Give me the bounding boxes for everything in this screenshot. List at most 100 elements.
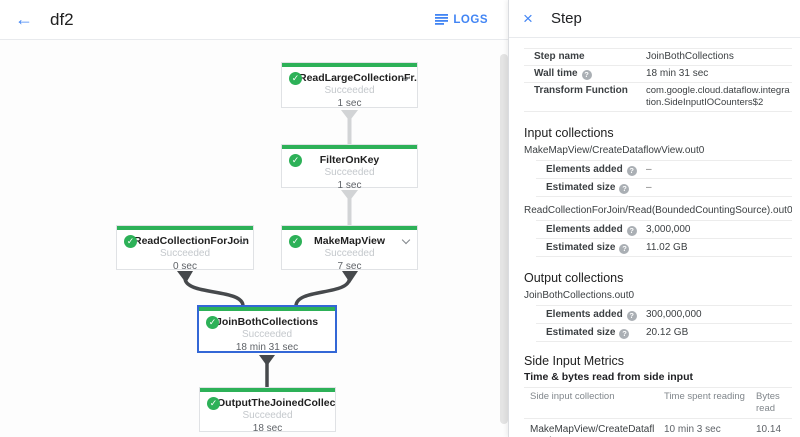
job-title: df2: [50, 9, 74, 29]
metric-row: Estimated size? 11.02 GB: [536, 239, 792, 257]
chevron-down-icon[interactable]: [403, 237, 410, 244]
help-icon[interactable]: ?: [619, 243, 630, 254]
metric-label: Elements added?: [546, 309, 646, 321]
back-button[interactable]: ←: [12, 9, 36, 30]
graph-node-outputthejoined[interactable]: ✓ OutputTheJoinedCollec... Succeeded 18 …: [199, 387, 336, 434]
panel-title: Step: [550, 10, 582, 27]
node-status-bar: [282, 63, 417, 67]
side-input-collection: MakeMapView/CreateDataflowView.out0: [530, 424, 655, 437]
detail-label: Step name: [534, 51, 585, 62]
side-input-bytes-read: 10.14 GB: [756, 424, 782, 437]
node-time: 18 sec: [252, 423, 283, 434]
node-time: 0 sec: [173, 261, 197, 272]
collection-metrics: Elements added? 3,000,000 Estimated size…: [536, 220, 792, 257]
chevron-down-icon[interactable]: [239, 237, 246, 244]
panel-body: Step name JoinBothCollections Wall time?…: [509, 38, 800, 437]
node-title: OutputTheJoinedCollec...: [217, 397, 335, 409]
node-status-bar: [282, 226, 417, 230]
help-icon[interactable]: ?: [619, 183, 630, 194]
help-icon[interactable]: ?: [626, 310, 637, 321]
node-status: Succeeded: [159, 248, 211, 259]
detail-label: Transform Function: [534, 85, 628, 96]
success-check-icon: ✓: [206, 316, 219, 329]
metric-row: Estimated size? –: [536, 179, 792, 197]
node-title: FilterOnKey: [319, 154, 380, 166]
graph-pane: ← df2 LOGS: [0, 0, 508, 437]
collection-metrics: Elements added? 300,000,000 Estimated si…: [536, 305, 792, 342]
detail-row-wall-time: Wall time? 18 min 31 sec: [524, 66, 792, 83]
side-input-table-header: Side input collection Time spent reading…: [524, 388, 792, 419]
node-title: ReadLargeCollectionFr...: [299, 72, 417, 84]
topbar: ← df2 LOGS: [0, 0, 508, 40]
collection-name: JoinBothCollections.out0: [524, 290, 635, 301]
collection-name: ReadCollectionForJoin/Read(BoundedCounti…: [524, 205, 792, 216]
collection-name: MakeMapView/CreateDataflowView.out0: [524, 145, 705, 156]
logs-list-icon: [435, 14, 449, 25]
metric-value: 20.12 GB: [646, 326, 689, 338]
panel-header: × Step: [509, 0, 800, 38]
logs-button-label: LOGS: [453, 13, 488, 26]
node-status: Succeeded: [324, 167, 375, 178]
detail-value: 18 min 31 sec: [646, 68, 709, 79]
help-icon[interactable]: ?: [581, 70, 592, 80]
metric-value: –: [646, 163, 652, 175]
node-time: 1 sec: [337, 180, 362, 191]
metric-row: Elements added? 300,000,000: [536, 306, 792, 324]
step-details-table: Step name JoinBothCollections Wall time?…: [524, 48, 792, 112]
side-input-metrics-heading: Side Input Metrics: [524, 354, 625, 368]
node-status: Succeeded: [324, 85, 375, 96]
node-status: Succeeded: [324, 248, 375, 259]
side-input-table: Side input collection Time spent reading…: [524, 387, 792, 437]
vertical-scrollbar[interactable]: [500, 54, 508, 424]
help-icon[interactable]: ?: [626, 165, 637, 176]
graph-edges: [177, 110, 358, 387]
chevron-down-icon[interactable]: [403, 74, 410, 81]
node-status-bar: [199, 307, 335, 311]
column-header-bytes: Bytes read: [756, 391, 780, 414]
detail-value: JoinBothCollections: [646, 51, 734, 62]
node-time: 7 sec: [337, 261, 362, 272]
metric-row: Elements added? –: [536, 161, 792, 179]
graph-node-joinbothcollections[interactable]: ✓ JoinBothCollections Succeeded 18 min 3…: [197, 305, 337, 353]
graph-node-filteronkey[interactable]: ✓ FilterOnKey Succeeded 1 sec: [281, 144, 418, 191]
graph-node-readlargecollection[interactable]: ✓ ReadLargeCollectionFr... Succeeded 1 s…: [281, 62, 418, 109]
help-icon[interactable]: ?: [619, 328, 630, 339]
side-input-time-spent: 10 min 3 sec: [664, 424, 721, 435]
input-collections-heading: Input collections: [524, 126, 614, 140]
success-check-icon: ✓: [289, 154, 302, 167]
metric-label: Estimated size?: [546, 182, 646, 194]
success-check-icon: ✓: [207, 397, 220, 410]
side-input-table-row: MakeMapView/CreateDataflowView.out0 10 m…: [524, 419, 792, 437]
success-check-icon: ✓: [289, 235, 302, 248]
close-icon[interactable]: ×: [523, 9, 533, 28]
metric-label: Elements added?: [546, 224, 646, 236]
metric-row: Elements added? 3,000,000: [536, 221, 792, 239]
graph-node-readcollectionforjoin[interactable]: ✓ ReadCollectionForJoin Succeeded 0 sec: [116, 225, 254, 272]
detail-row-step-name: Step name JoinBothCollections: [524, 49, 792, 66]
node-status-bar: [117, 226, 253, 230]
metric-label: Estimated size?: [546, 242, 646, 254]
detail-row-transform-function: Transform Function com.google.cloud.data…: [524, 83, 792, 112]
node-time: 1 sec: [337, 98, 362, 109]
collection-metrics: Elements added? – Estimated size? –: [536, 160, 792, 197]
metric-row: Estimated size? 20.12 GB: [536, 324, 792, 342]
help-icon[interactable]: ?: [626, 225, 637, 236]
detail-label: Wall time?: [534, 68, 646, 80]
logs-button[interactable]: LOGS: [435, 14, 488, 26]
detail-value: com.google.cloud.dataflow.integration.Si…: [646, 85, 790, 108]
node-title: MakeMapView: [313, 235, 385, 247]
pipeline-graph: ✓ ReadLargeCollectionFr... Succeeded 1 s…: [0, 40, 508, 437]
node-status-bar: [282, 145, 417, 149]
metric-label: Estimated size?: [546, 327, 646, 339]
metric-value: –: [646, 181, 652, 193]
node-status: Succeeded: [242, 410, 293, 421]
success-check-icon: ✓: [124, 235, 137, 248]
metric-value: 3,000,000: [646, 223, 691, 235]
node-time: 18 min 31 sec: [235, 342, 299, 353]
output-collections-heading: Output collections: [524, 271, 624, 285]
side-input-metrics-subheading: Time & bytes read from side input: [524, 371, 694, 383]
node-status: Succeeded: [241, 329, 293, 340]
metric-value: 11.02 GB: [646, 241, 688, 253]
graph-node-makemapview[interactable]: ✓ MakeMapView Succeeded 7 sec: [281, 225, 418, 272]
